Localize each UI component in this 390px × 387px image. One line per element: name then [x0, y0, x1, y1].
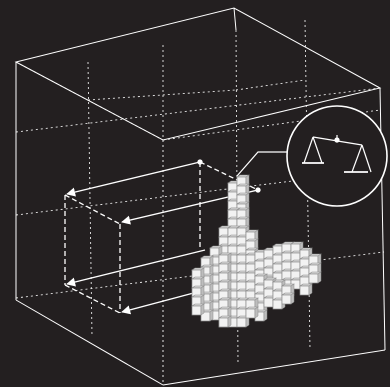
voxel-side: [309, 284, 312, 295]
callout-circle: [287, 106, 387, 206]
voxel-cube: [192, 306, 201, 315]
arrow-origin-dot: [256, 188, 260, 192]
grid-line: [88, 90, 236, 100]
voxel-side: [228, 316, 231, 327]
voxel-cube: [282, 295, 291, 304]
projection-edge: [65, 195, 120, 224]
arrow-origin-dot: [198, 160, 202, 164]
cube-edge: [234, 8, 236, 30]
voxel-cube: [246, 309, 255, 318]
projection-edge: [65, 285, 120, 313]
voxel-cube: [237, 318, 246, 327]
cube-edge: [16, 300, 163, 385]
cube-edge: [380, 88, 385, 350]
callout-leader-line: [237, 152, 290, 176]
cube-edge: [163, 350, 385, 385]
arrow: [67, 162, 200, 194]
voxel-cube: [264, 298, 273, 307]
voxel-side: [318, 272, 321, 283]
voxel-side: [264, 310, 267, 321]
voxel-side: [291, 293, 294, 304]
voxel-cube: [309, 274, 318, 283]
voxel-cube: [219, 318, 228, 327]
grid-line: [236, 80, 305, 90]
voxel-building: [192, 175, 321, 327]
voxel-cube: [300, 286, 309, 295]
voxel-side: [210, 310, 213, 321]
grid-line: [88, 62, 92, 337]
arrow: [67, 250, 205, 284]
voxel-cube: [273, 300, 282, 309]
voxel-side: [255, 307, 258, 318]
voxel-side: [201, 304, 204, 315]
